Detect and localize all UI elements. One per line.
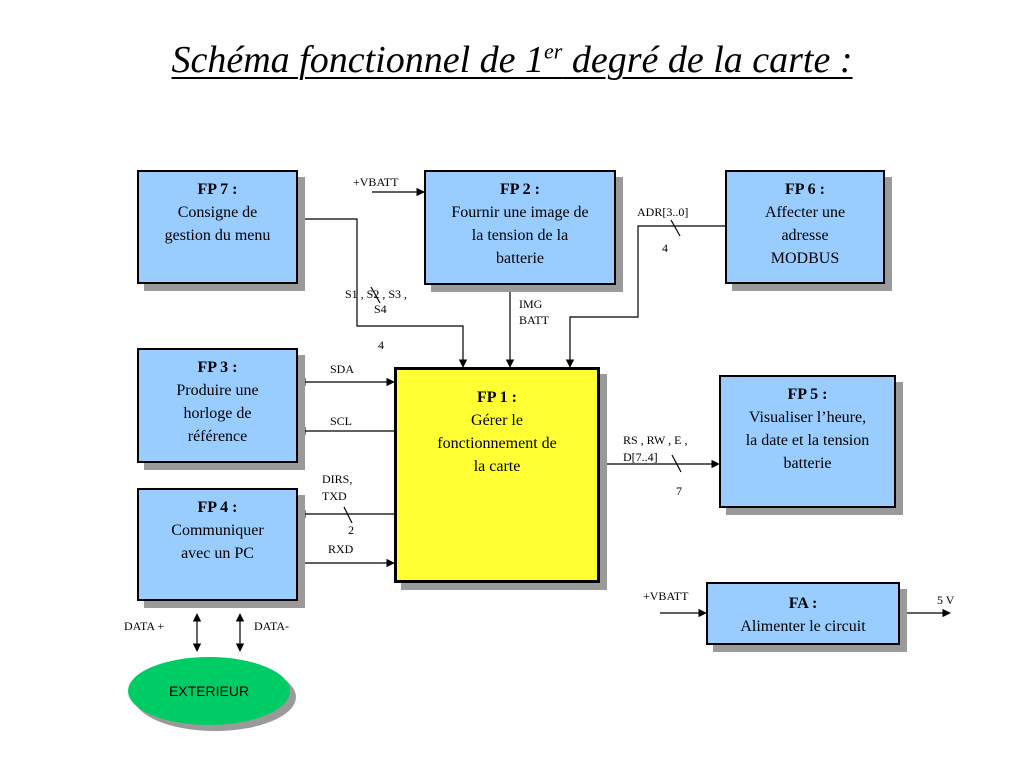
label-vbatt-fa: +VBATT [643,589,689,603]
block-fp6: FP 6 : Affecter une adresse MODBUS [725,170,885,284]
bus-tick-lcd [671,454,682,473]
label-dirs: DIRS, [322,472,353,486]
bus-tick-switches [370,286,381,304]
label-rxd: RXD [328,542,354,556]
exterior-ellipse: EXTERIEUR [128,657,290,725]
label-adr: ADR[3..0] [637,205,689,219]
label-switches-1: S1 , S2 , S3 , [345,287,408,301]
label-lcd-width: 7 [676,484,682,498]
label-lcd-2: D[7..4] [623,450,658,464]
wire-fp7-fp1 [298,218,468,368]
block-fp3: FP 3 : Produire une horloge de référence [137,348,298,463]
wire-fp6-fp1 [565,225,725,368]
block-fp4: FP 4 : Communiquer avec un PC [137,488,298,601]
label-img: IMG [519,297,543,311]
block-fa: FA : Alimenter le circuit [706,582,900,645]
label-data-plus: DATA + [124,619,165,633]
bus-tick-adr [670,219,681,237]
label-batt: BATT [519,313,549,327]
label-5v: 5 V [937,593,955,607]
label-tx-width: 2 [348,523,354,537]
label-sda: SDA [330,362,355,376]
label-txd: TXD [322,489,347,503]
bus-tick-txd [343,506,353,524]
label-data-minus: DATA- [254,619,290,633]
diagram-title: Schéma fonctionnel de 1er degré de la ca… [171,38,853,81]
block-fp1: FP 1 : Gérer le fonctionnement de la car… [394,367,600,583]
block-fp2: FP 2 : Fournir une image de la tension d… [424,170,616,285]
exterior-label: EXTERIEUR [168,683,250,699]
label-adr-width: 4 [662,241,668,255]
label-scl: SCL [330,414,353,428]
label-switches-2: S4 [374,302,387,316]
block-fp7: FP 7 : Consigne de gestion du menu [137,170,298,284]
label-lcd-1: RS , RW , E , [623,433,688,447]
block-fp5: FP 5 : Visualiser l’heure, la date et la… [719,375,896,508]
label-vbatt-top: +VBATT [353,175,399,189]
label-switches-width: 4 [378,338,384,352]
